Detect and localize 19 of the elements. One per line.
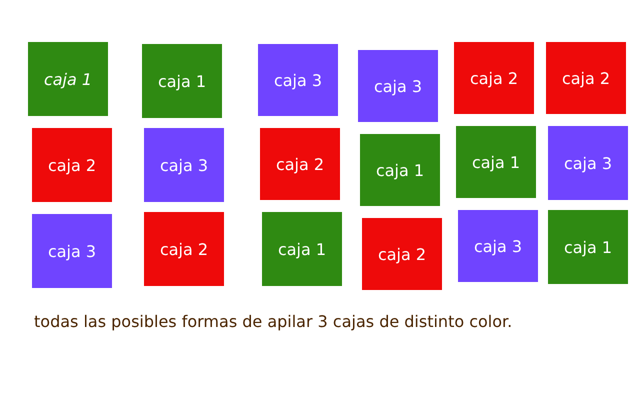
- stacked-block: caja 2: [32, 128, 112, 202]
- stacked-block: caja 3: [458, 210, 538, 282]
- stacked-block: caja 3: [548, 126, 628, 200]
- stacked-block: caja 1: [456, 126, 536, 198]
- stacked-block: caja 3: [258, 44, 338, 116]
- stacked-block: caja 1: [28, 42, 108, 116]
- caption: todas las posibles formas de apilar 3 cajas de distinto color.: [34, 312, 512, 331]
- stacked-block: caja 2: [546, 42, 626, 114]
- stacked-block: caja 1: [548, 210, 628, 284]
- stacked-block: caja 2: [144, 212, 224, 286]
- stacked-block: caja 3: [358, 50, 438, 122]
- stacked-block: caja 3: [32, 214, 112, 288]
- stacked-block: caja 1: [142, 44, 222, 118]
- stacked-block: caja 2: [260, 128, 340, 200]
- stacked-block: caja 1: [360, 134, 440, 206]
- stacked-block: caja 2: [454, 42, 534, 114]
- stacked-block: caja 1: [262, 212, 342, 286]
- stacked-block: caja 3: [144, 128, 224, 202]
- stacked-block: caja 2: [362, 218, 442, 290]
